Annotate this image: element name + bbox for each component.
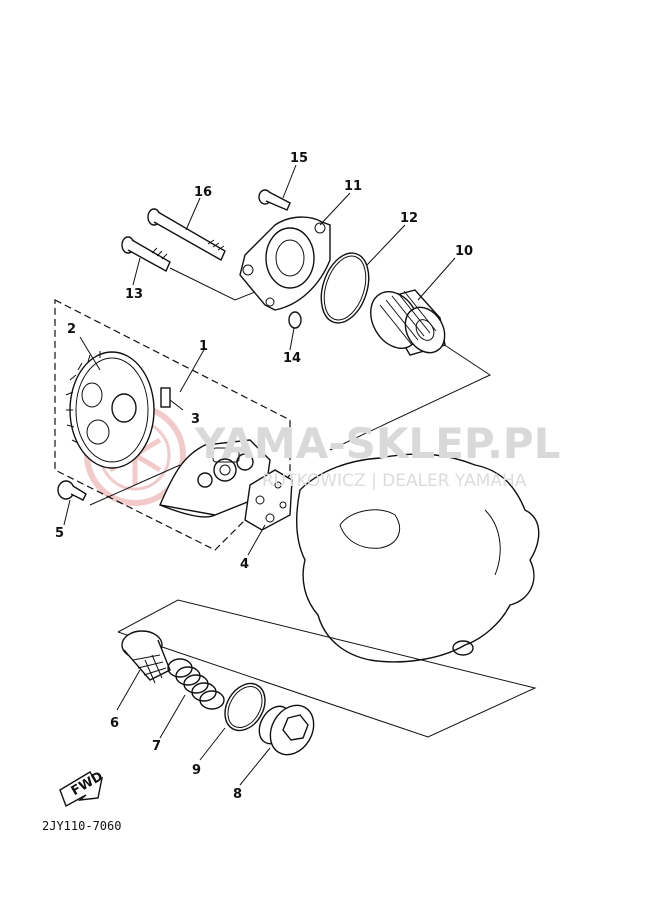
cover-screw bbox=[258, 189, 291, 211]
drain-plug bbox=[258, 704, 315, 756]
part-number-10: 10 bbox=[455, 244, 473, 259]
part-number-2: 2 bbox=[67, 322, 76, 337]
part-number-16: 16 bbox=[194, 185, 212, 200]
part-number-13: 13 bbox=[125, 287, 143, 302]
part-number-1: 1 bbox=[199, 339, 208, 354]
leader-lines bbox=[63, 164, 456, 786]
part-number-9: 9 bbox=[192, 763, 201, 778]
filter-cover bbox=[239, 216, 331, 311]
pump-body bbox=[159, 439, 271, 518]
oil-strainer bbox=[121, 630, 171, 684]
part-number-7: 7 bbox=[152, 739, 161, 754]
watermark-brand: YAMA-SKLEP.PL bbox=[194, 419, 560, 468]
diagram-code: 2JY110-7060 bbox=[42, 819, 121, 833]
strainer-group-outline bbox=[117, 599, 537, 738]
pump-screw bbox=[57, 480, 87, 501]
part-number-5: 5 bbox=[55, 526, 64, 541]
part-number-6: 6 bbox=[110, 716, 119, 731]
part-number-4: 4 bbox=[240, 557, 249, 572]
forward-arrow-icon: FWD bbox=[59, 769, 106, 808]
part-number-11: 11 bbox=[344, 179, 362, 194]
filter-link-line bbox=[329, 341, 492, 451]
cover-bolt bbox=[121, 236, 171, 272]
dowel-pin bbox=[160, 387, 171, 408]
small-o-ring bbox=[288, 311, 302, 329]
filter-o-ring bbox=[320, 252, 370, 324]
part-number-3: 3 bbox=[191, 412, 200, 427]
crankcase-outline bbox=[296, 453, 540, 663]
plug-o-ring bbox=[224, 682, 266, 732]
pump-gasket bbox=[244, 469, 293, 531]
oil-filter-element bbox=[370, 289, 446, 356]
part-number-8: 8 bbox=[233, 787, 242, 802]
watermark-tagline: RUTKOWICZ | DEALER YAMAHA bbox=[262, 471, 527, 491]
long-bolt bbox=[147, 208, 226, 261]
part-number-15: 15 bbox=[290, 151, 308, 166]
drive-gear bbox=[65, 351, 155, 469]
part-number-14: 14 bbox=[283, 351, 301, 366]
part-number-12: 12 bbox=[400, 211, 418, 226]
compression-spring bbox=[167, 658, 225, 710]
pump-group-outline bbox=[54, 299, 291, 551]
